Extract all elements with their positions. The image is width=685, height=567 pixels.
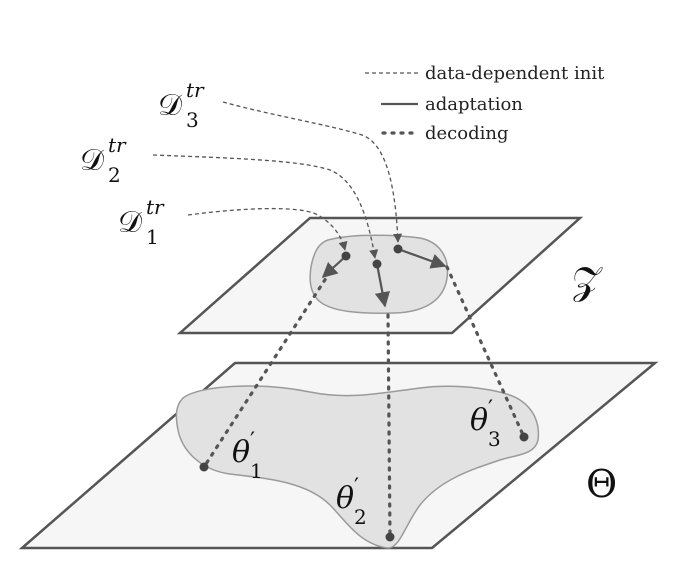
dataset-label-2: 𝒟 tr 2 [80,133,127,187]
svg-text:′: ′ [354,475,359,500]
param-label-1: θ ′ 1 [232,429,263,483]
svg-text:′: ′ [488,397,493,422]
legend-init-label: data-dependent init [425,63,605,84]
latent-point-1 [341,251,351,261]
svg-text:2: 2 [108,163,121,187]
svg-text:1: 1 [250,459,263,483]
init-curve-2 [152,154,379,259]
param-label-2: θ ′ 2 [336,475,367,529]
legend-decode-label: decoding [425,123,509,144]
svg-text:θ: θ [470,403,488,438]
adapt-arrow-1 [321,255,347,279]
param-point-2 [385,532,395,542]
param-point-3 [519,432,529,442]
svg-text:′: ′ [250,429,255,454]
param-point-1 [199,462,209,472]
decoding-line-2 [386,313,392,539]
adapt-arrow-2 [374,263,390,308]
svg-text:𝒟: 𝒟 [158,88,182,123]
init-curve-3 [222,101,403,243]
legend: data-dependent init adaptation decoding [365,63,605,144]
dataset-label-3: 𝒟 tr 3 [158,78,205,132]
svg-text:𝒟: 𝒟 [118,205,142,240]
svg-text:tr: tr [186,78,205,102]
svg-text:1: 1 [146,225,159,249]
svg-text:tr: tr [108,133,127,157]
param-space-label: Θ [586,462,617,506]
svg-text:𝒟: 𝒟 [80,143,104,178]
decoding-line-1 [202,270,332,469]
latent-space-label: 𝒵 [572,259,603,303]
svg-text:3: 3 [488,427,501,451]
adapt-arrow-3 [397,247,447,269]
decoding-line-3 [445,265,526,439]
dataset-label-1: 𝒟 tr 1 [118,195,165,249]
param-region [175,385,540,549]
svg-text:tr: tr [146,195,165,219]
svg-text:2: 2 [354,505,367,529]
svg-text:3: 3 [186,108,199,132]
latent-point-2 [372,259,382,269]
init-curve-1 [187,207,348,251]
svg-text:θ: θ [232,435,250,470]
param-label-3: θ ′ 3 [470,397,501,451]
legend-adapt-label: adaptation [425,94,523,115]
svg-text:θ: θ [336,481,354,516]
latent-point-3 [393,244,403,254]
